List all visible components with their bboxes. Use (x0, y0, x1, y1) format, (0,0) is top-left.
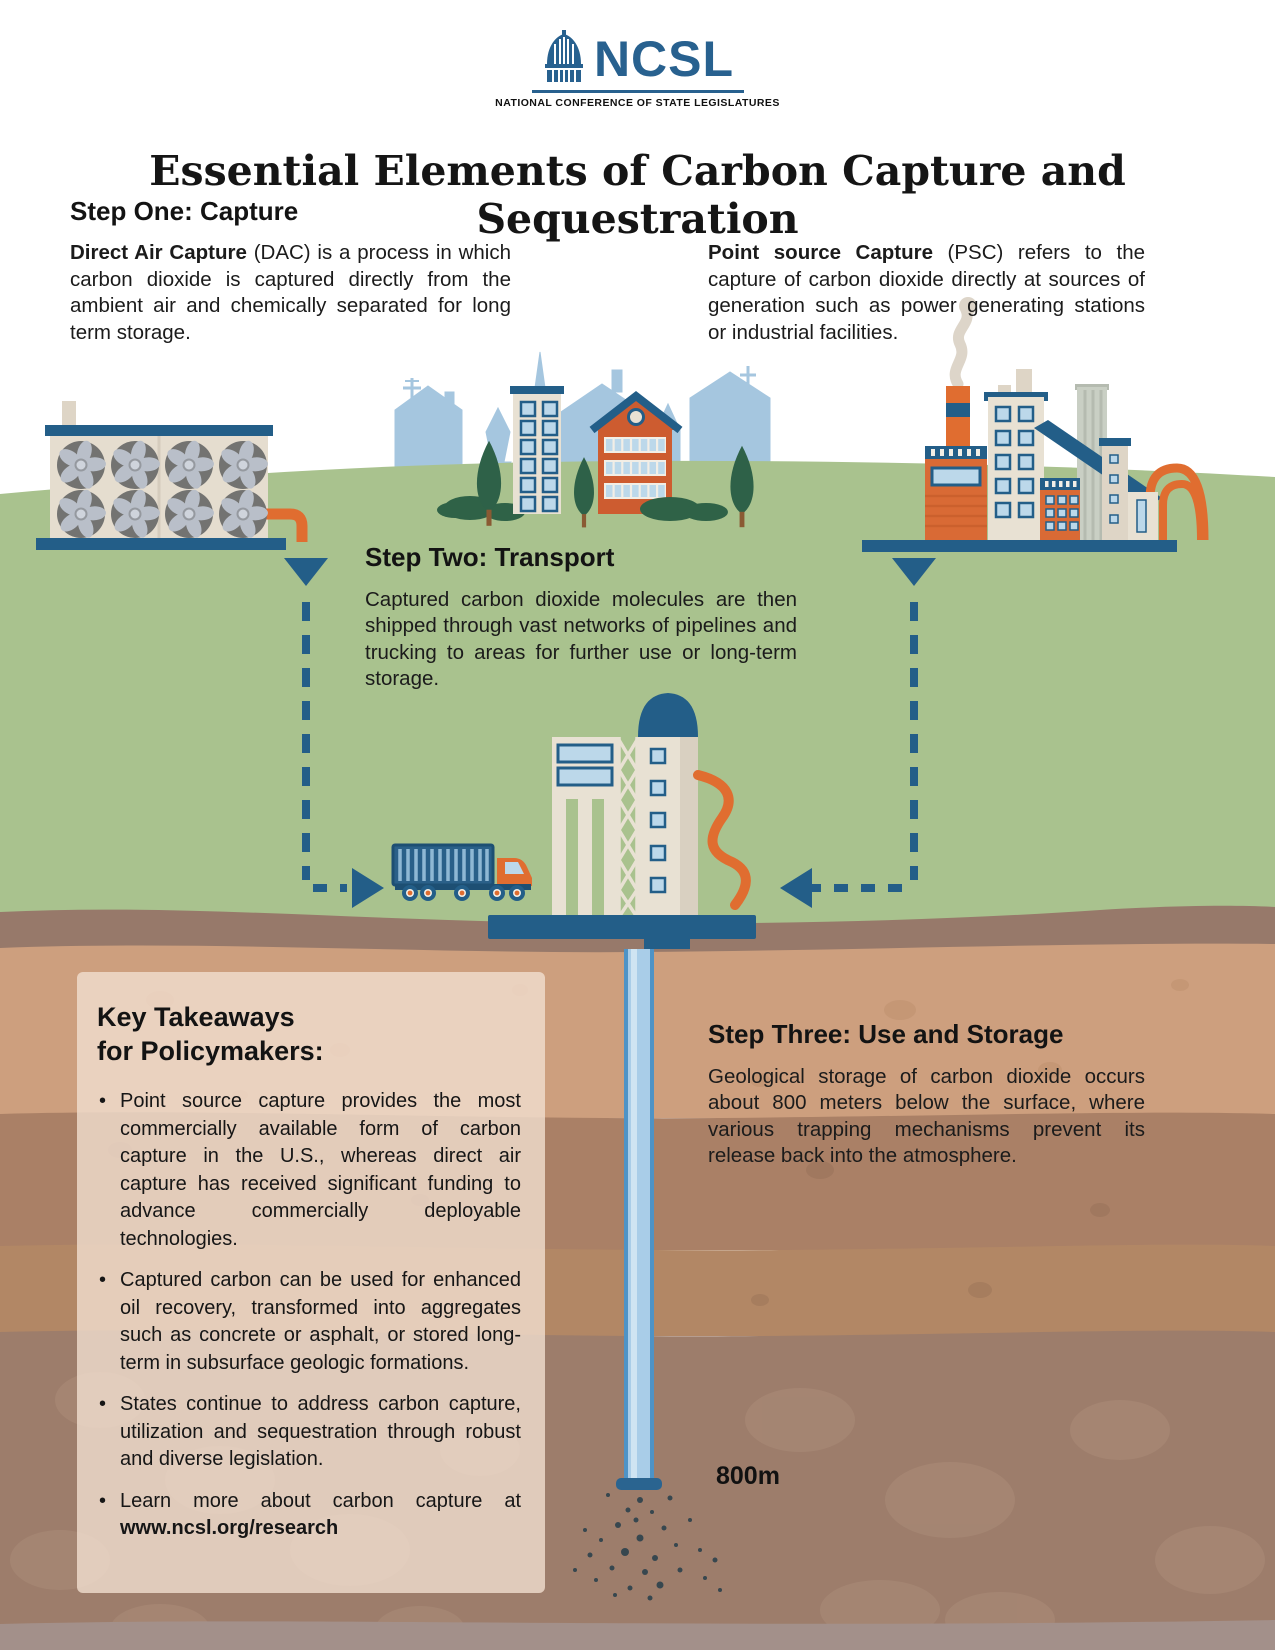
step-two-section: Step Two: Transport Captured carbon diox… (365, 542, 797, 693)
research-url: www.ncsl.org/research (120, 1517, 339, 1539)
co2-particles (573, 1493, 722, 1601)
step-three-paragraph: Geological storage of carbon dioxide occ… (708, 1064, 1145, 1168)
takeaway-item: Captured carbon can be used for enhanced… (97, 1267, 521, 1377)
takeaway-item: Point source capture provides the most c… (97, 1088, 521, 1253)
psc-paragraph: Point source Capture (PSC) refers to the… (708, 240, 1145, 346)
step-one-heading: Step One: Capture (70, 196, 299, 241)
lattice-tower (616, 737, 640, 918)
dac-body: (DAC) is a process in which carbon dioxi… (70, 241, 511, 344)
injection-facility-illustration (488, 693, 756, 949)
logo-subtitle: NATIONAL CONFERENCE OF STATE LEGISLATURE… (495, 97, 780, 109)
step-three-heading: Step Three: Use and Storage (708, 1019, 1064, 1049)
takeaways-list: Point source capture provides the most c… (97, 1088, 521, 1543)
step-one-heading-text: Step One: Capture (70, 196, 299, 226)
dac-paragraph: Direct Air Capture (DAC) is a process in… (70, 240, 511, 346)
factory-illustration (862, 297, 1209, 552)
takeaway-text: States continue to address carbon captur… (120, 1393, 521, 1470)
takeaway-item: Learn more about carbon capture at www.n… (97, 1488, 521, 1543)
capitol-dome-icon (544, 30, 583, 82)
logo-divider (531, 90, 744, 93)
takeaways-heading: Key Takeaways for Policymakers: (97, 1000, 521, 1068)
takeaway-item: States continue to address carbon captur… (97, 1391, 521, 1474)
dac-unit-illustration (36, 401, 308, 550)
psc-body: (PSC) refers to the capture of carbon di… (708, 241, 1145, 344)
page-title: Essential Elements of Carbon Capture and… (149, 147, 1126, 244)
key-takeaways-panel: Key Takeaways for Policymakers: Point so… (77, 972, 545, 1593)
takeaway-text: Captured carbon can be used for enhanced… (120, 1269, 521, 1374)
town-illustration (437, 386, 754, 528)
depth-label: 800m (716, 1462, 780, 1490)
dac-lead: Direct Air Capture (70, 241, 247, 264)
step-two-heading: Step Two: Transport (365, 542, 615, 572)
well-pipe (616, 949, 662, 1490)
takeaway-text: Point source capture provides the most c… (120, 1090, 521, 1250)
ncsl-wordmark: NCSL (593, 31, 735, 87)
step-two-paragraph: Captured carbon dioxide molecules are th… (365, 587, 797, 691)
ncsl-logo: NCSL NATIONAL CONFERENCE OF STATE LEGISL… (0, 30, 1275, 109)
psc-lead: Point source Capture (708, 241, 934, 264)
pipeline-truck-illustration (391, 843, 532, 901)
step-three-section: Step Three: Use and Storage Geological s… (708, 1019, 1145, 1170)
co2-route-right (780, 558, 936, 908)
co2-route-left (284, 558, 384, 908)
takeaway-text: Learn more about carbon capture at (120, 1489, 521, 1512)
takeaways-heading-line2: for Policymakers: (97, 1036, 324, 1066)
field (0, 460, 1275, 1001)
takeaways-heading-line1: Key Takeaways (97, 1002, 295, 1032)
